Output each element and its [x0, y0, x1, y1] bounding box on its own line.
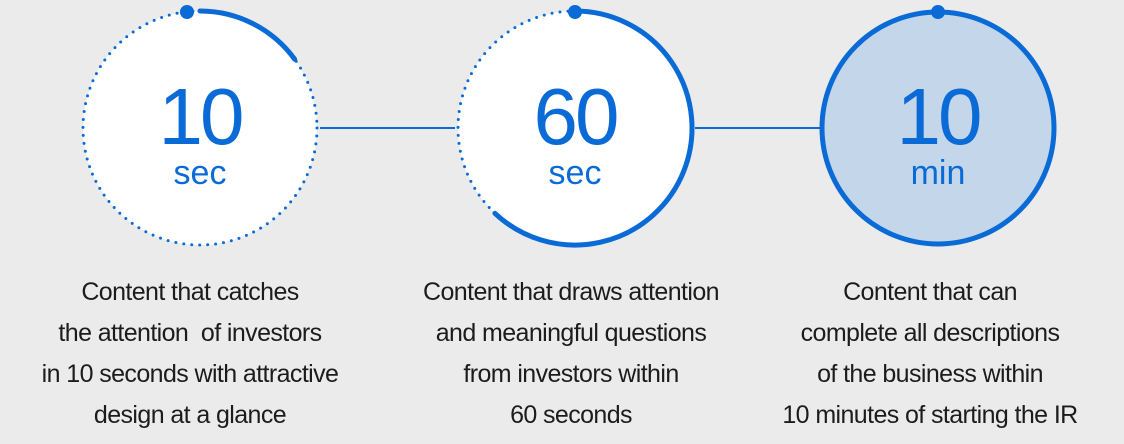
step-2-description-line: and meaningful questions [435, 319, 707, 347]
step-1-description-line: the attention of investors [58, 319, 322, 347]
step-3-unit: min [911, 154, 966, 192]
step-2-description-line: from investors within [463, 360, 679, 388]
step-1-description-line: Content that catches [81, 278, 299, 306]
step-1-description-line: design at a glance [93, 401, 287, 429]
step-2-description-line: Content that draws attention [423, 278, 720, 306]
step-3-description-line: 10 minutes of starting the IR [782, 401, 1078, 429]
step-2-progress-arc [492, 8, 695, 248]
step-2-start-dot [568, 5, 582, 19]
step-3-description-line: complete all descriptions [800, 319, 1060, 347]
step-1-value: 10 [159, 72, 242, 161]
step-3-description: Content that can complete all descriptio… [740, 272, 1120, 436]
step-3-start-dot [931, 5, 945, 19]
step-2-value: 60 [534, 72, 617, 161]
step-1-progress-arc [197, 8, 298, 62]
step-2-description: Content that draws attention and meaning… [381, 272, 761, 436]
step-2-unit: sec [549, 154, 602, 192]
step-1-dial: 10 sec [81, 5, 319, 247]
step-1-start-dot [180, 5, 194, 19]
step-1-description: Content that catches the attention of in… [0, 272, 380, 436]
step-2-description-line: 60 seconds [510, 401, 632, 429]
step-1-description-line: in 10 seconds with attractive [41, 360, 339, 388]
step-1-unit: sec [174, 154, 227, 192]
step-3-description-line: of the business within [817, 360, 1043, 388]
step-2-dial: 60 sec [456, 5, 695, 248]
step-3-value: 10 [897, 72, 980, 161]
step-3-dial: 10 min [819, 5, 1057, 247]
step-3-description-line: Content that can [843, 278, 1017, 306]
